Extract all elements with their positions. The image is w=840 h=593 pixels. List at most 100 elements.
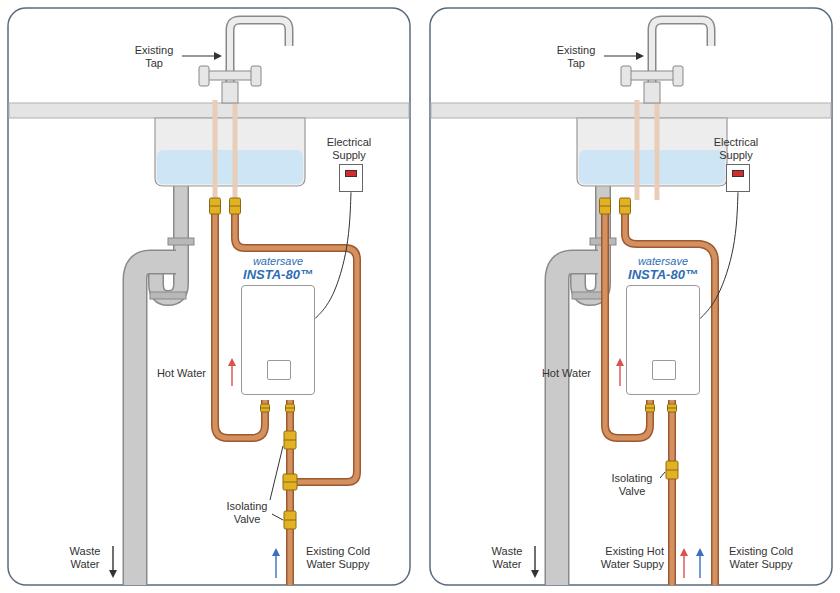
tap-feed-pipe (635, 100, 640, 200)
callout-label: Isolating Valve (222, 500, 272, 525)
callout-label: Existing Tap (550, 44, 602, 69)
hot-flow-arrow (231, 363, 232, 386)
heater-display (652, 360, 676, 380)
valve-leader (270, 446, 283, 500)
heater-display (267, 360, 291, 380)
power-cable (700, 192, 738, 318)
heater-body (241, 285, 315, 395)
sink-basin (155, 118, 305, 186)
compression-fitting (620, 198, 631, 214)
copper-pipe-outline (668, 400, 676, 585)
tap-handle (673, 66, 683, 86)
tap-pointer-head (636, 52, 644, 60)
compression-fitting-ring (600, 206, 611, 207)
copper-pipe (625, 212, 715, 585)
waste-pipe-outline (557, 262, 598, 585)
waste-flow-arrow-head (531, 570, 539, 578)
tap-handle (199, 66, 209, 86)
sink-water (579, 150, 725, 184)
callout-label: Existing Cold Water Suppy (298, 545, 378, 570)
copper-pipe (670, 400, 675, 585)
copper-pipe (235, 212, 357, 482)
isolating-valve (284, 511, 296, 529)
tap-pipe-outline (230, 20, 289, 95)
hot-supply-arrow-head (680, 548, 688, 556)
isolating-valve (284, 431, 296, 449)
copper-pipe-outline (286, 400, 294, 585)
tap-handle-bar (627, 71, 677, 80)
compression-fitting (600, 198, 611, 214)
tap-base (644, 82, 660, 103)
power-cable (315, 192, 351, 318)
worktop (431, 103, 831, 118)
hot-flow-arrow-head (228, 358, 236, 366)
compression-fitting (210, 198, 221, 214)
isolating-valve (666, 461, 678, 479)
heater-inlet-ring (668, 408, 677, 409)
valve-leader (660, 472, 665, 478)
supply-label: Electrical Supply (705, 136, 767, 161)
cold-flow-arrow-head (272, 548, 280, 556)
tap-feed-pipe (213, 100, 218, 200)
waste-flow-arrow (534, 546, 535, 573)
panel-frame (430, 8, 832, 585)
heater-inlet (668, 404, 677, 412)
tap-pointer-head (214, 52, 222, 60)
tap-pipe (652, 20, 711, 95)
tap-pointer (182, 55, 216, 56)
tee-fitting (283, 474, 297, 490)
waste-flow-arrow-head (109, 570, 117, 578)
heater-outlet-ring (646, 408, 655, 409)
tap-handle (621, 66, 631, 86)
copper-pipe-outline (235, 212, 357, 482)
compression-fitting-ring (620, 206, 631, 207)
water-heater: watersaveINSTA-80™ (241, 256, 315, 395)
callout-label: Existing Cold Water Suppy (722, 545, 800, 570)
panel-frame (8, 8, 410, 585)
supply-label: Electrical Supply (318, 136, 380, 161)
sink-water (157, 150, 303, 184)
compression-fitting-ring (230, 206, 241, 207)
heater-outlet (646, 404, 655, 412)
sink-basin (577, 118, 727, 186)
tee-fitting-ring (283, 482, 297, 483)
switch-plate (339, 164, 363, 192)
cold-flow-arrow (275, 553, 276, 578)
brand-logo-text: INSTA-80™ (241, 268, 315, 282)
brand-logo-text: INSTA-80™ (626, 268, 700, 282)
callout-label: Isolating Valve (606, 472, 658, 497)
tap-handle (251, 66, 261, 86)
tap-pointer (604, 55, 638, 56)
waste-pipe-outline (135, 262, 176, 585)
tap-pipe (230, 20, 289, 95)
switch-indicator (345, 170, 357, 177)
tap-feed-pipe (233, 100, 238, 200)
compression-fitting (230, 198, 241, 214)
tap-handle-bar (205, 71, 255, 80)
hot-supply-arrow (683, 553, 684, 578)
hot-flow-arrow-head (616, 358, 624, 366)
callout-label: Hot Water (146, 367, 206, 380)
callout-label: Waste Water (62, 545, 108, 570)
electrical-supply: Electrical Supply (705, 136, 771, 192)
callout-label: Existing Tap (128, 44, 180, 69)
hot-flow-arrow (619, 363, 620, 386)
waste-pipe (135, 262, 176, 585)
callout-label: Waste Water (484, 545, 530, 570)
cold-flow-arrow (699, 553, 700, 578)
valve-leader (272, 514, 283, 520)
water-heater: watersaveINSTA-80™ (626, 256, 700, 395)
tap-base (222, 82, 238, 103)
heater-body (626, 285, 700, 395)
heater-outlet (261, 404, 270, 412)
callout-label: Existing Hot Water Suppy (596, 545, 664, 570)
heater-inlet-ring (286, 408, 295, 409)
copper-pipe-outline (625, 212, 715, 585)
isolating-valve-ring (666, 470, 678, 471)
switch-indicator (732, 170, 744, 177)
electrical-supply: Electrical Supply (318, 136, 384, 192)
switch-plate (726, 164, 750, 192)
